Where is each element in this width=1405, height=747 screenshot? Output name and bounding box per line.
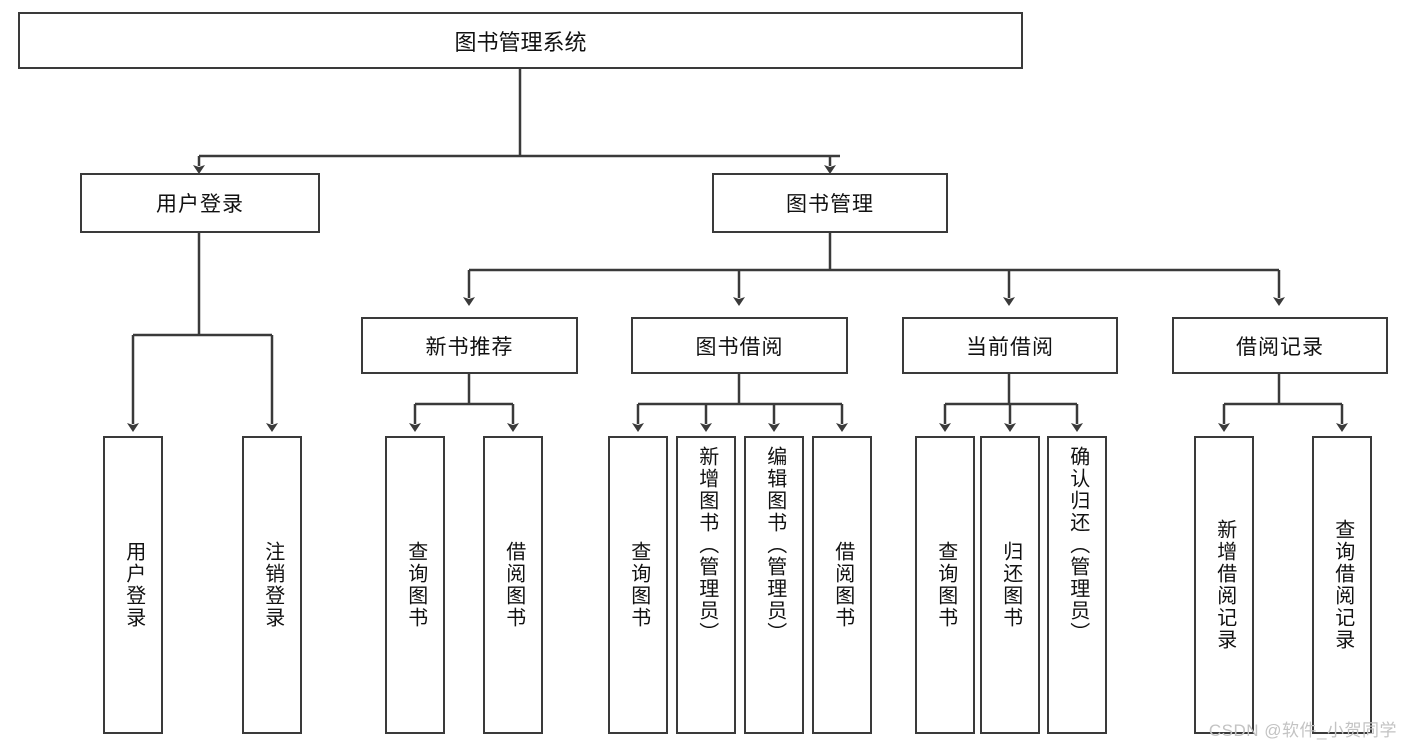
leaf-new-book-query-book[interactable]: 查询图书 (385, 436, 445, 734)
leaf-new-book-borrow-book[interactable]: 借阅图书 (483, 436, 543, 734)
leaf-label: 确认归还（管理员） (1066, 446, 1089, 644)
watermark: CSDN @软件_小贺同学 (1208, 721, 1397, 740)
node-book-management[interactable]: 图书管理 (712, 173, 948, 233)
node-label: 借阅记录 (1236, 335, 1324, 359)
leaf-label: 编辑图书（管理员） (763, 446, 786, 644)
leaf-book-borrow-query-book[interactable]: 查询图书 (608, 436, 668, 734)
node-label: 当前借阅 (966, 335, 1054, 359)
leaf-book-borrow-edit-book-admin[interactable]: 编辑图书（管理员） (744, 436, 804, 734)
leaf-label: 查询图书 (934, 541, 957, 629)
leaf-label: 借阅图书 (502, 541, 525, 629)
leaf-book-borrow-add-book-admin[interactable]: 新增图书（管理员） (676, 436, 736, 734)
leaf-current-borrow-confirm-return-admin[interactable]: 确认归还（管理员） (1047, 436, 1107, 734)
node-label: 图书管理 (786, 193, 874, 216)
leaf-borrow-record-add-record[interactable]: 新增借阅记录 (1194, 436, 1254, 734)
node-new-book-recommend[interactable]: 新书推荐 (361, 317, 578, 374)
leaf-label: 新增借阅记录 (1213, 519, 1236, 651)
leaf-current-borrow-return-book[interactable]: 归还图书 (980, 436, 1040, 734)
leaf-label: 查询图书 (627, 541, 650, 629)
leaf-label: 注销登录 (261, 541, 284, 629)
node-book-borrow[interactable]: 图书借阅 (631, 317, 848, 374)
node-label: 新书推荐 (425, 335, 514, 359)
leaf-current-borrow-query-book[interactable]: 查询图书 (915, 436, 975, 734)
leaf-label: 借阅图书 (831, 541, 854, 629)
leaf-borrow-record-query-record[interactable]: 查询借阅记录 (1312, 436, 1372, 734)
node-current-borrow[interactable]: 当前借阅 (902, 317, 1118, 374)
node-label: 图书管理系统 (454, 29, 587, 55)
leaf-label: 用户登录 (122, 541, 145, 629)
node-label: 图书借阅 (695, 335, 784, 359)
node-root-book-management-system[interactable]: 图书管理系统 (18, 12, 1023, 69)
leaf-label: 新增图书（管理员） (695, 446, 718, 644)
node-borrow-record[interactable]: 借阅记录 (1172, 317, 1388, 374)
node-user-login[interactable]: 用户登录 (80, 173, 320, 233)
leaf-user-login-login[interactable]: 用户登录 (103, 436, 163, 734)
leaf-book-borrow-borrow-book[interactable]: 借阅图书 (812, 436, 872, 734)
leaf-label: 查询图书 (404, 541, 427, 629)
leaf-user-login-logout[interactable]: 注销登录 (242, 436, 302, 734)
leaf-label: 查询借阅记录 (1331, 519, 1354, 651)
leaf-label: 归还图书 (999, 541, 1022, 629)
node-label: 用户登录 (156, 193, 244, 216)
